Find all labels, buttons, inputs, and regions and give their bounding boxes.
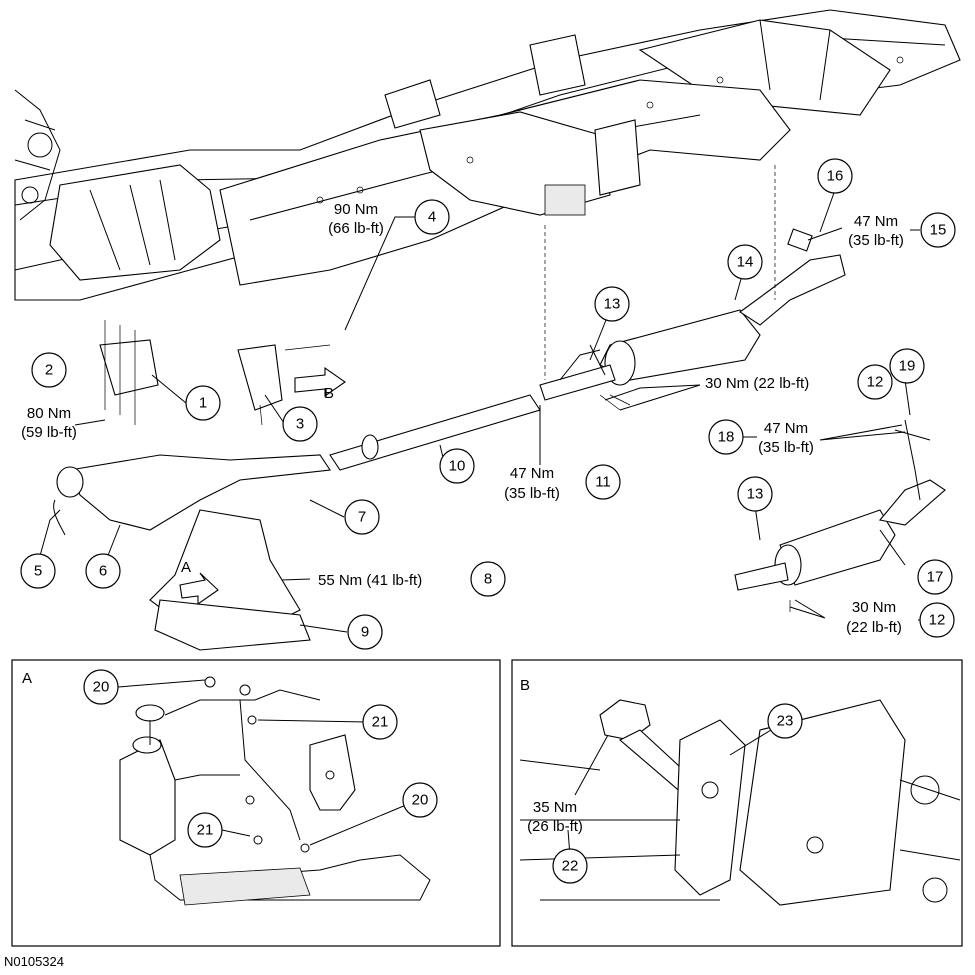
callout-6: 6 — [85, 553, 121, 589]
callout-8: 8 — [470, 561, 506, 597]
callout-5: 5 — [20, 553, 56, 589]
svg-text:3: 3 — [296, 416, 304, 433]
view-a-label: A — [22, 670, 32, 687]
svg-text:19: 19 — [899, 358, 916, 375]
svg-text:12: 12 — [867, 374, 884, 391]
vehicle-frame-artwork — [14, 9, 961, 301]
svg-text:12: 12 — [929, 612, 946, 629]
torque-15-nm: 47 Nm — [854, 213, 898, 230]
svg-text:18: 18 — [718, 429, 735, 446]
torque-2-lbft: (59 lb-ft) — [21, 424, 77, 441]
svg-text:9: 9 — [361, 624, 369, 641]
torque-18-lbft: (35 lb-ft) — [758, 439, 814, 456]
callout-2: 2 — [31, 352, 67, 388]
torque-2-nm: 80 Nm — [27, 405, 71, 422]
svg-text:2: 2 — [45, 362, 53, 379]
figure-code: N0105324 — [4, 954, 64, 969]
svg-text:21: 21 — [197, 822, 214, 839]
callout-4: 4 — [414, 199, 450, 235]
view-b-panel: B — [511, 659, 963, 947]
exhaust-artwork — [53, 165, 946, 651]
svg-text:14: 14 — [737, 254, 754, 271]
svg-text:13: 13 — [604, 296, 621, 313]
torque-18-nm: 47 Nm — [764, 420, 808, 437]
callout-22: 22 — [552, 848, 588, 884]
callout-16: 16 — [817, 158, 853, 194]
callout-18: 18 — [708, 419, 744, 455]
svg-text:1: 1 — [199, 395, 207, 412]
torque-12b-lbft: (22 lb-ft) — [846, 619, 902, 636]
svg-text:5: 5 — [34, 563, 42, 580]
svg-text:16: 16 — [827, 168, 844, 185]
leader-lines — [37, 189, 925, 857]
callout-9: 9 — [347, 614, 383, 650]
callout-1: 1 — [185, 385, 221, 421]
svg-text:20: 20 — [412, 792, 429, 809]
svg-text:8: 8 — [484, 571, 492, 588]
callout-19: 19 — [889, 348, 925, 384]
torque-11-lbft: (35 lb-ft) — [504, 485, 560, 502]
arrow-b-label: B — [324, 385, 334, 402]
torque-22-lbft: (26 lb-ft) — [527, 818, 583, 835]
callout-11: 11 — [585, 464, 621, 500]
callout-21a: 21 — [362, 704, 398, 740]
torque-11-nm: 47 Nm — [510, 465, 554, 482]
torque-12a: 30 Nm (22 lb-ft) — [705, 375, 809, 392]
torque-12b-nm: 30 Nm — [852, 599, 896, 616]
svg-text:6: 6 — [99, 563, 107, 580]
svg-text:10: 10 — [449, 458, 466, 475]
callout-23: 23 — [767, 703, 803, 739]
callout-17: 17 — [917, 559, 953, 595]
torque-15-lbft: (35 lb-ft) — [848, 232, 904, 249]
torque-4-nm: 90 Nm — [334, 201, 378, 218]
torque-22-nm: 35 Nm — [533, 799, 577, 816]
callout-15: 15 — [920, 212, 956, 248]
callout-12b: 12 — [919, 602, 955, 638]
svg-text:20: 20 — [93, 679, 110, 696]
svg-text:22: 22 — [562, 858, 579, 875]
callout-12a: 12 — [857, 364, 893, 400]
view-b-label: B — [520, 677, 530, 694]
svg-text:15: 15 — [930, 222, 947, 239]
callout-7: 7 — [344, 499, 380, 535]
callout-20a: 20 — [83, 669, 119, 705]
callout-13b: 13 — [737, 476, 773, 512]
svg-text:4: 4 — [428, 209, 436, 226]
callout-10: 10 — [439, 448, 475, 484]
callout-21b: 21 — [187, 812, 223, 848]
torque-8: 55 Nm (41 lb-ft) — [318, 572, 422, 589]
torque-4-lbft: (66 lb-ft) — [328, 220, 384, 237]
svg-text:7: 7 — [358, 509, 366, 526]
svg-text:23: 23 — [777, 713, 794, 730]
callout-14: 14 — [727, 244, 763, 280]
svg-text:17: 17 — [927, 569, 944, 586]
arrow-a-label: A — [181, 559, 191, 576]
callout-13a: 13 — [594, 286, 630, 322]
svg-text:21: 21 — [372, 714, 389, 731]
svg-text:13: 13 — [747, 486, 764, 503]
callout-20b: 20 — [402, 782, 438, 818]
callout-3: 3 — [282, 406, 318, 442]
svg-text:11: 11 — [595, 474, 611, 491]
